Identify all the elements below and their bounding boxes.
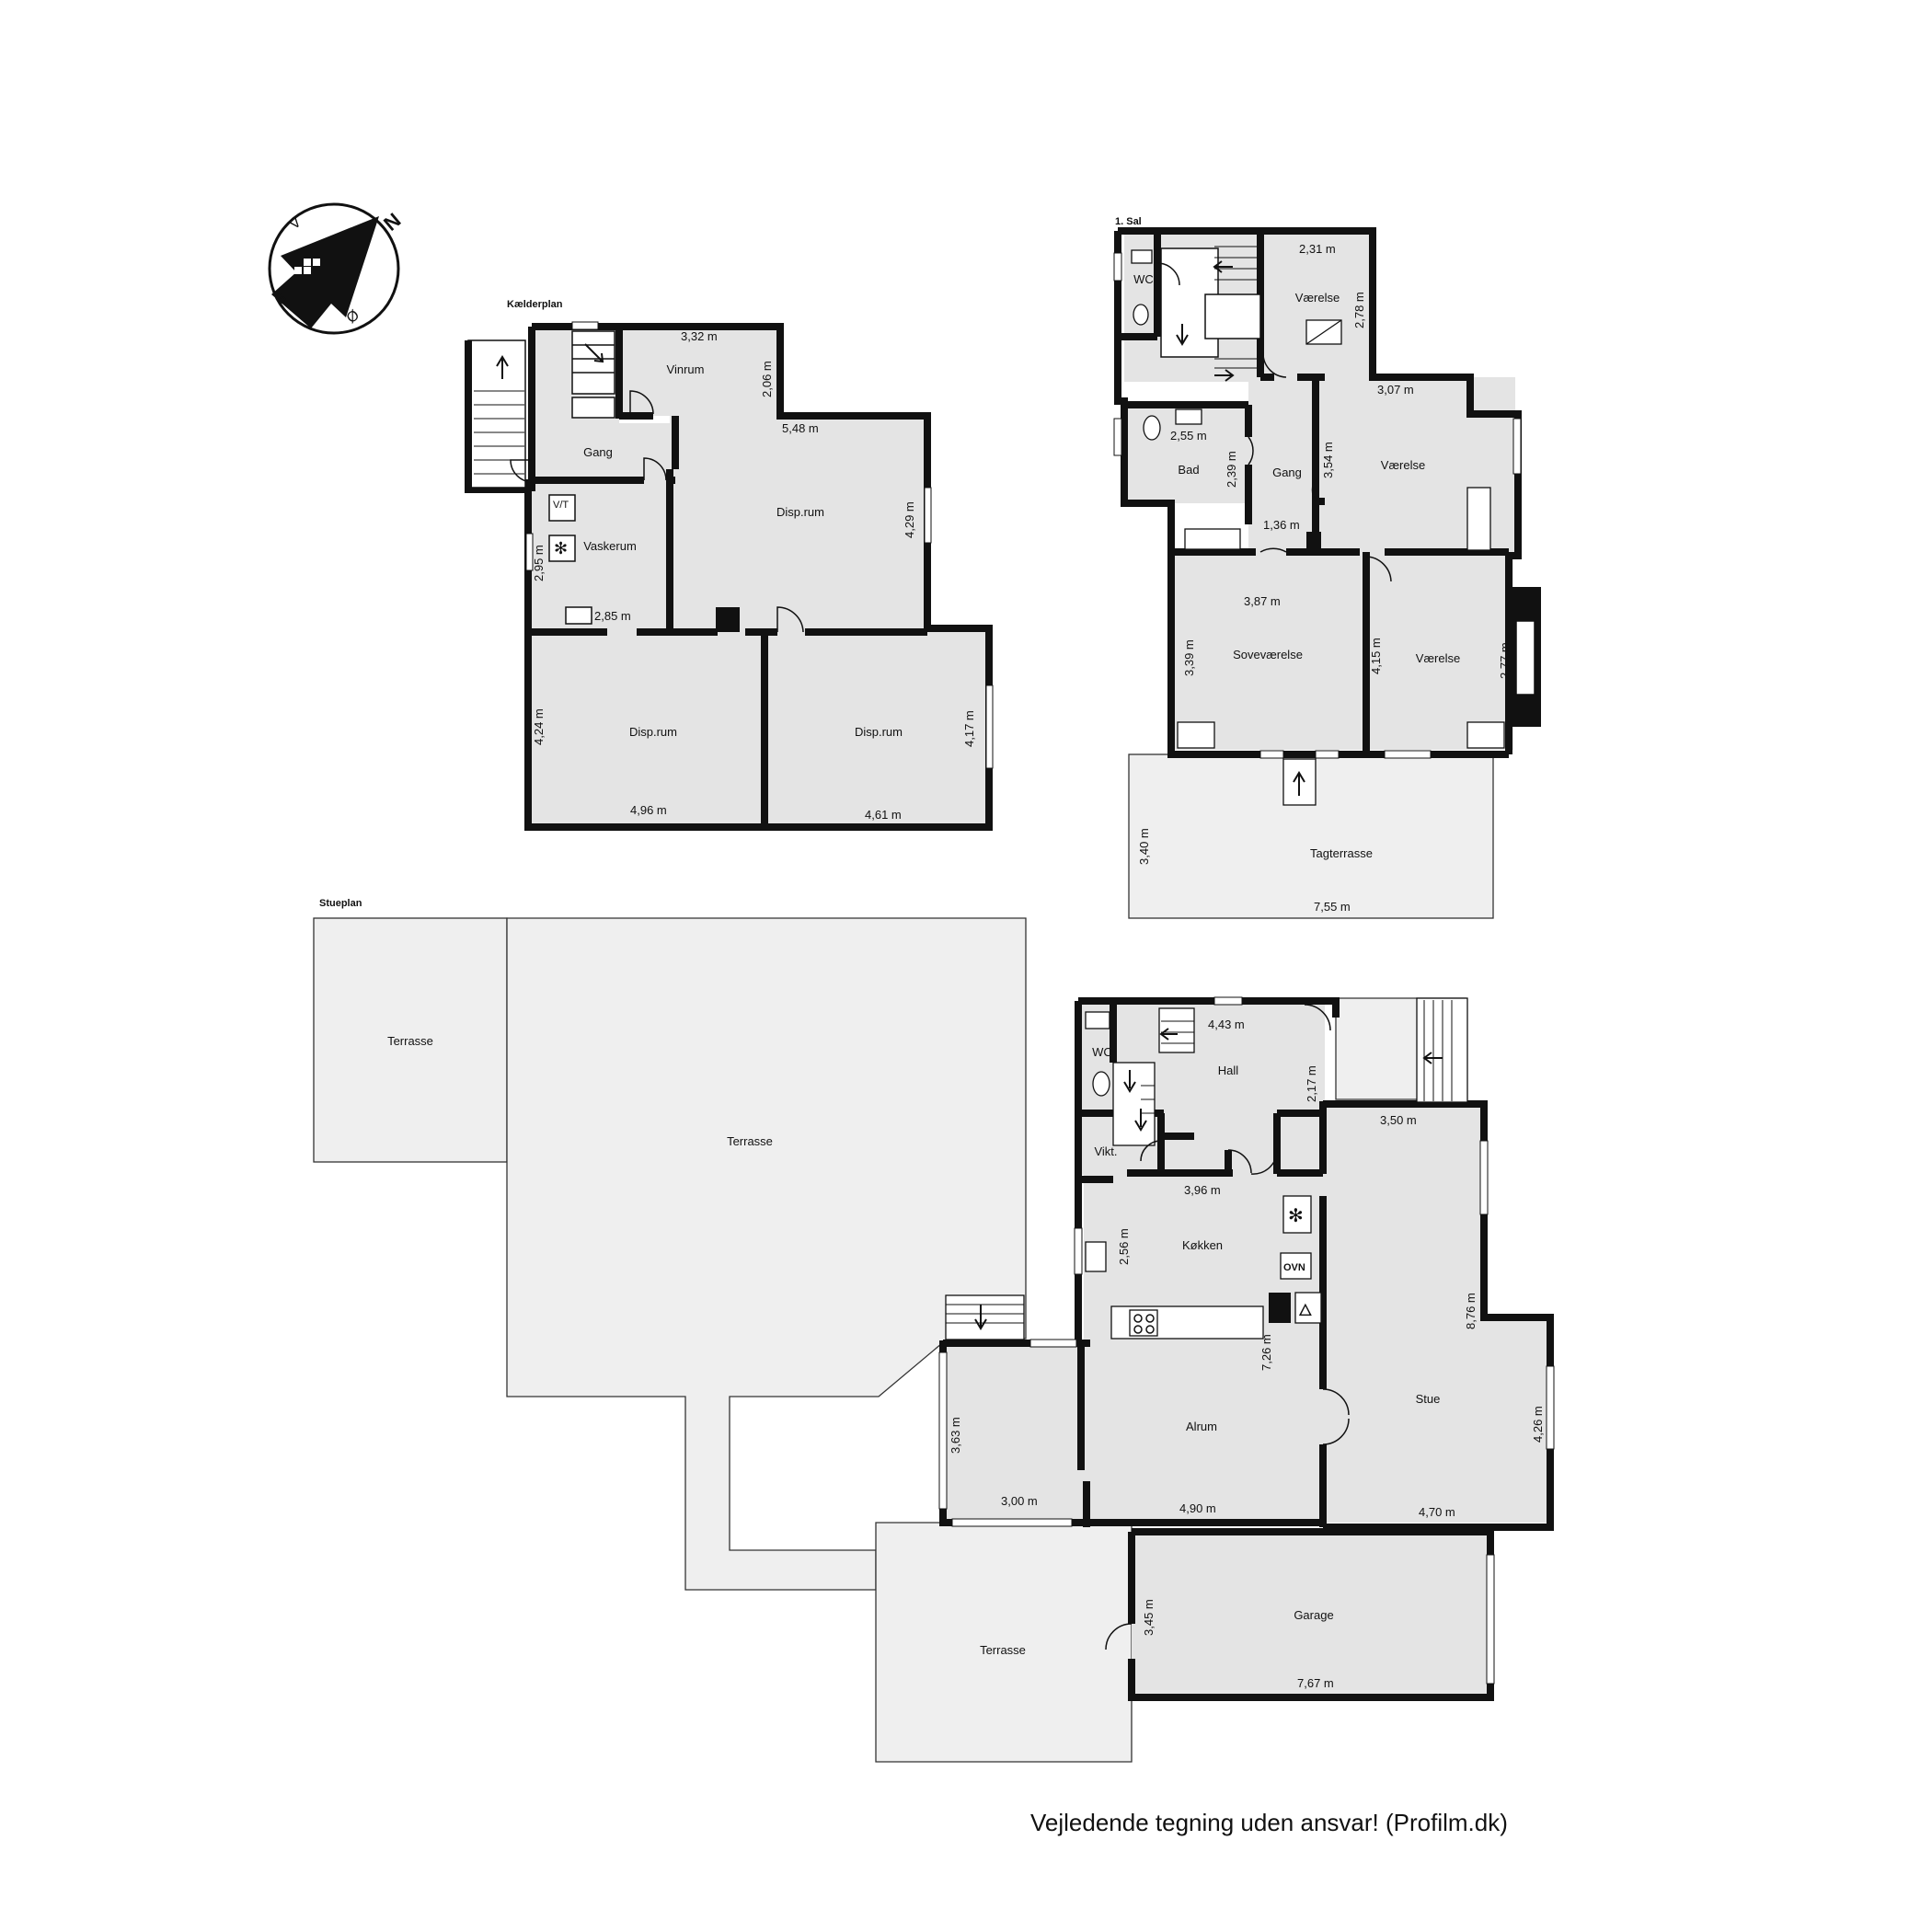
dim-bad-w: 2,55 m xyxy=(1170,429,1207,443)
dim-hall-h: 2,17 m xyxy=(1305,1065,1318,1102)
room-tagterrasse: Tagterrasse xyxy=(1310,846,1373,860)
dim-gang-w: 1,36 m xyxy=(1263,518,1300,532)
dim-v3-h: 4,15 m xyxy=(1369,638,1383,674)
dim-disp1-h: 4,29 m xyxy=(903,501,916,538)
dim-v3-h2: 2,77 m xyxy=(1498,642,1512,679)
dim-vinrum-h: 2,06 m xyxy=(760,361,774,397)
vt-label: V/T xyxy=(553,500,569,511)
dim-vinrum-w: 3,32 m xyxy=(681,329,718,343)
room-vaskerum: Vaskerum xyxy=(583,539,637,553)
dim-alrum-h: 7,26 m xyxy=(1259,1334,1273,1371)
terrace-3 xyxy=(875,1522,1133,1763)
basement-plan: Kælderplan xyxy=(465,299,994,831)
dim-stue-h2: 4,26 m xyxy=(1531,1406,1545,1443)
dim-bad-h: 2,39 m xyxy=(1225,451,1238,488)
dim-disp3-w: 4,61 m xyxy=(865,808,902,822)
first-floor-title: 1. Sal xyxy=(1115,216,1142,227)
dim-v1-h: 2,78 m xyxy=(1352,292,1366,328)
room-bad: Bad xyxy=(1178,463,1199,477)
room-gang-1: Gang xyxy=(1272,466,1302,479)
room-terrasse-3: Terrasse xyxy=(980,1643,1026,1657)
room-disp2: Disp.rum xyxy=(629,725,677,739)
dim-sove-h: 3,39 m xyxy=(1182,639,1196,676)
room-garage: Garage xyxy=(1294,1608,1333,1622)
room-vaerelse-2: Værelse xyxy=(1381,458,1425,472)
dim-koek-w: 3,96 m xyxy=(1184,1183,1221,1197)
dim-alrum-w1: 3,00 m xyxy=(1001,1494,1038,1508)
ground-floor-plan: Stueplan xyxy=(313,898,1555,1763)
dim-disp3-h: 4,17 m xyxy=(962,710,976,747)
dim-tag-h: 3,40 m xyxy=(1137,828,1151,865)
ground-floor-title: Stueplan xyxy=(319,898,362,909)
dim-v2-w: 3,07 m xyxy=(1377,383,1414,397)
dim-disp2-w: 4,96 m xyxy=(630,803,667,817)
room-vaerelse-3: Værelse xyxy=(1416,651,1460,665)
dim-koek-h: 2,56 m xyxy=(1117,1228,1131,1265)
fireplace-icon: 🜂 xyxy=(1298,1301,1313,1319)
room-sovevaerelse: Soveværelse xyxy=(1233,648,1303,661)
room-koekken: Køkken xyxy=(1182,1238,1223,1252)
terrace-2 xyxy=(506,917,1027,1591)
dim-vask-w: 2,85 m xyxy=(594,609,631,623)
oven-label: OVN xyxy=(1283,1262,1305,1273)
room-stue: Stue xyxy=(1416,1392,1441,1406)
dim-stue-w2: 4,70 m xyxy=(1419,1505,1455,1519)
dim-tag-w: 7,55 m xyxy=(1314,900,1351,914)
dim-garage-h: 3,45 m xyxy=(1142,1599,1156,1636)
room-wc-0: WC xyxy=(1092,1045,1112,1059)
room-alrum: Alrum xyxy=(1186,1420,1217,1433)
room-disp3: Disp.rum xyxy=(855,725,903,739)
room-wc-1: WC xyxy=(1133,272,1154,286)
compass-arrow xyxy=(271,216,379,328)
dim-disp1-w: 5,48 m xyxy=(782,421,819,435)
first-floor-plan: 1. Sal xyxy=(1113,216,1541,919)
dim-stue-w: 3,50 m xyxy=(1380,1113,1417,1127)
compass: N S V Ø xyxy=(268,202,405,335)
room-vaerelse-1: Værelse xyxy=(1295,291,1340,305)
dim-disp2-h: 4,24 m xyxy=(532,708,546,745)
room-vikt: Vikt. xyxy=(1094,1144,1117,1158)
room-hall: Hall xyxy=(1218,1064,1239,1077)
dim-stue-h: 8,76 m xyxy=(1464,1293,1478,1329)
basement-title: Kælderplan xyxy=(507,299,563,310)
dim-v1-w: 2,31 m xyxy=(1299,242,1336,256)
dim-garage-w: 7,67 m xyxy=(1297,1676,1334,1690)
room-disp1: Disp.rum xyxy=(776,505,824,519)
room-vinrum: Vinrum xyxy=(667,362,705,376)
dim-sove-w: 3,87 m xyxy=(1244,594,1281,608)
disclaimer: Vejledende tegning uden ansvar! (Profilm… xyxy=(1030,1809,1508,1836)
room-terrasse-2: Terrasse xyxy=(727,1134,773,1148)
fridge-snowflake-icon: ✻ xyxy=(1288,1206,1304,1226)
room-terrasse-1: Terrasse xyxy=(387,1034,433,1048)
dim-hall-w: 4,43 m xyxy=(1208,1018,1245,1031)
dim-alrum-h2: 3,63 m xyxy=(949,1417,962,1454)
room-gang: Gang xyxy=(583,445,613,459)
snowflake-icon: ✻ xyxy=(554,539,568,558)
dim-alrum-w2: 4,90 m xyxy=(1179,1501,1216,1515)
dim-v2-h: 3,54 m xyxy=(1321,442,1335,478)
dim-vask-h: 2,95 m xyxy=(532,545,546,581)
terrace-1 xyxy=(313,917,508,1163)
